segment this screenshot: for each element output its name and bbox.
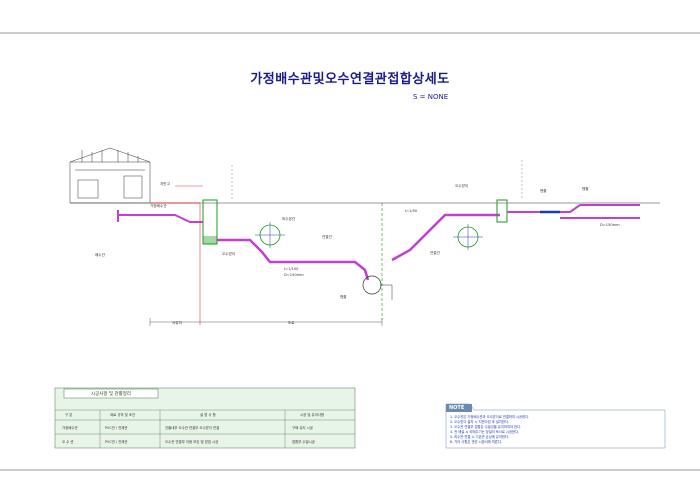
label-manhole-right: 맨홀 bbox=[582, 186, 589, 191]
label-main-sewer: 하수본관 bbox=[282, 216, 296, 221]
label-ground: 지반고 bbox=[160, 181, 171, 186]
connection-pipe bbox=[217, 238, 370, 281]
label-road: 도로 bbox=[288, 321, 295, 325]
right-connection-pipe bbox=[391, 213, 500, 262]
inspection-chamber-left bbox=[202, 199, 218, 245]
table-cell: 오수관 연결부 이음 보호 및 받침 시공 bbox=[165, 439, 218, 444]
label-slope: I=1/100 bbox=[284, 267, 299, 271]
table-cell: PVC관 / 전제관 bbox=[105, 439, 128, 444]
drawing-title: 가정배수관및오수연결관접합상세도 bbox=[250, 72, 450, 87]
label-connection: 연결관 bbox=[322, 234, 333, 239]
label-private: 사유지 bbox=[172, 320, 182, 325]
house-building bbox=[69, 147, 151, 204]
label-inspection: 오수받이 bbox=[222, 251, 235, 256]
manhole-circle bbox=[362, 275, 393, 300]
table-header-4: 시공 및 유의사항 bbox=[300, 412, 324, 417]
label-pipe-dia: D=150mm bbox=[284, 273, 304, 277]
spec-table: 구 분 재료 규격 및 조건 설 명 사 항 시공 및 유의사항 가정배수관 P… bbox=[54, 387, 356, 449]
table-cell: 접합부 수밀시공 bbox=[292, 439, 315, 444]
note-line: 4. 관 매설 시 되메우기는 양질의 토사로 시공한다. bbox=[450, 429, 519, 434]
note-line: 1. 오수관은 가정배수관과 오수받이로 연결하여 시공한다. bbox=[450, 414, 529, 419]
right-upper-pipe bbox=[507, 204, 640, 219]
note-line: 6. 기타 사항은 관련 시방서에 따른다. bbox=[450, 439, 502, 444]
table-header-2: 재료 규격 및 조건 bbox=[110, 412, 135, 417]
table-cell: 가정배수관 bbox=[62, 425, 78, 430]
main-sewer-right bbox=[453, 224, 483, 250]
label-house-pipe: 가정배수관 bbox=[150, 203, 167, 208]
table-cell: 구배 유지 시공 bbox=[292, 425, 313, 430]
note-line: 2. 오수받이 설치 시 지반다짐 후 설치한다. bbox=[450, 419, 509, 424]
label-right-dia: D=150mm bbox=[600, 223, 620, 227]
table-cell: 건물내부 오수관 연결부 오수받이 연결 bbox=[165, 425, 219, 430]
label-right-pipe: 연결관 bbox=[430, 250, 441, 255]
table-cell: 오 수 관 bbox=[62, 439, 74, 444]
table-header-3: 설 명 사 항 bbox=[200, 412, 216, 417]
note-line: 3. 오수관 연결부 접합은 수밀성을 유지하여야 한다. bbox=[450, 424, 521, 429]
scale-label: S = NONE bbox=[413, 93, 449, 101]
table-caption: 시공사항 및 관활정리 bbox=[90, 392, 132, 397]
note-line: 5. 하수관 연결 시 기존관 손상에 유의한다. bbox=[450, 434, 509, 439]
label-lower-pipe: 배수관 bbox=[95, 252, 106, 257]
note-box: 1. 오수관은 가정배수관과 오수받이로 연결하여 시공한다. 2. 오수받이 … bbox=[445, 403, 666, 449]
main-sewer-left bbox=[255, 222, 285, 248]
table-cell: PVC관 / 전제관 bbox=[105, 425, 128, 430]
label-manhole-left: 맨홀 bbox=[540, 188, 547, 193]
note-title: NOTE bbox=[449, 405, 465, 411]
table-header-1: 구 분 bbox=[65, 412, 72, 417]
label-right-slope: I=1/50 bbox=[405, 209, 418, 213]
label-right-riser: 오수받이 bbox=[455, 183, 468, 188]
house-drain-pipe bbox=[117, 210, 203, 223]
label-manhole: 맨홀 bbox=[340, 294, 347, 299]
